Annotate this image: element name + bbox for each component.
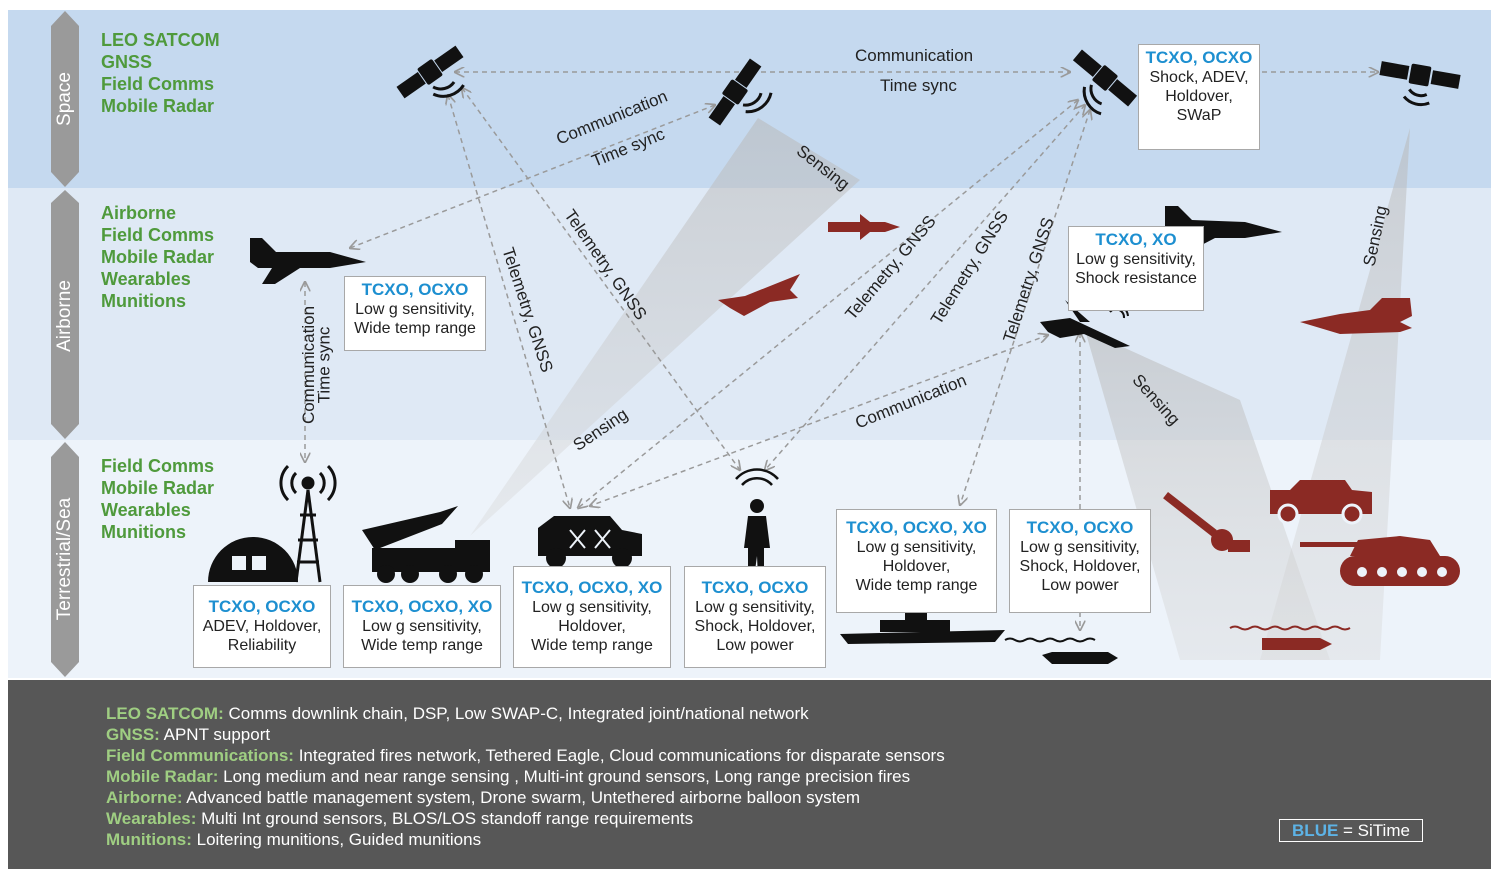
requirement: SWaP <box>1176 107 1222 124</box>
requirement: Shock, ADEV, <box>1149 69 1249 86</box>
requirement: Low g sensitivity, <box>355 301 475 318</box>
legend-list: LEO SATCOM: Comms downlink chain, DSP, L… <box>106 703 945 850</box>
category-item: Munitions <box>101 291 186 311</box>
requirement: Shock resistance <box>1075 270 1197 287</box>
warship-icon <box>840 596 1096 644</box>
link-drone-vehicle <box>590 335 1048 506</box>
link-label-time-sync: Time sync <box>314 326 334 404</box>
legend-item: Field Communications: Integrated fires n… <box>106 746 945 765</box>
radio-tower-icon <box>279 464 337 583</box>
oscillator-types: TCXO, OCXO <box>208 597 316 616</box>
category-item: Mobile Radar <box>101 96 215 116</box>
requirement: Wide temp range <box>354 320 476 337</box>
category-item: Wearables <box>101 500 191 520</box>
category-item: Wearables <box>101 269 191 289</box>
requirement: Shock, Holdover, <box>694 618 816 635</box>
oscillator-box-satellite: TCXO, OCXO Shock, ADEV, Holdover, SWaP <box>1138 44 1260 150</box>
sensing-cone-drone <box>1085 330 1330 660</box>
legend-item: Munitions: Loitering munitions, Guided m… <box>106 830 482 849</box>
fighter-jet-icon <box>1300 298 1412 334</box>
legend-item: GNSS: APNT support <box>106 725 271 744</box>
requirement: Wide temp range <box>855 577 978 594</box>
category-item: Airborne <box>101 203 177 223</box>
requirement: Low g sensitivity, <box>695 599 815 616</box>
oscillator-types: TCXO, OCXO <box>701 578 809 597</box>
airborne-category-list: Airborne Field Comms Mobile Radar Wearab… <box>101 202 214 312</box>
missile-launcher-icon <box>362 506 490 583</box>
legend-item: Wearables: Multi Int ground sensors, BLO… <box>106 809 694 828</box>
link-label-time-sync: Time sync <box>880 76 957 95</box>
requirement: Shock, Holdover, <box>1019 558 1141 575</box>
oscillator-types: TCXO, OCXO <box>361 280 469 299</box>
howitzer-icon <box>1163 491 1250 552</box>
oscillator-types: TCXO, OCXO, XO <box>351 597 493 616</box>
requirement: Low g sensitivity, <box>532 599 652 616</box>
oscillator-box-base: TCXO, OCXO ADEV, Holdover, Reliability <box>193 585 331 668</box>
legend-item: LEO SATCOM: Comms downlink chain, DSP, L… <box>106 704 809 723</box>
oscillator-box-ship: TCXO, OCXO, XO Low g sensitivity, Holdov… <box>836 509 997 613</box>
drone-icon <box>718 274 800 316</box>
bunker-icon <box>208 537 298 582</box>
soldier-icon <box>735 468 779 578</box>
requirement: Holdover, <box>1165 88 1233 105</box>
sitime-key: BLUE = SiTime <box>1279 819 1423 842</box>
category-item: Mobile Radar <box>101 478 215 498</box>
satellite-icon <box>708 58 773 126</box>
missile-icon <box>828 214 900 240</box>
requirement: Wide temp range <box>531 637 653 654</box>
oscillator-types: TCXO, OCXO, XO <box>521 578 663 597</box>
requirement: Holdover, <box>882 558 951 575</box>
oscillator-box-submarine: TCXO, OCXO Low g sensitivity, Shock, Hol… <box>1009 509 1151 613</box>
legend-item: Airborne: Advanced battle management sys… <box>106 788 861 807</box>
category-item: Field Comms <box>101 225 215 245</box>
oscillator-types: TCXO, OCXO <box>1026 518 1134 537</box>
terrestrial-category-list: Field Comms Mobile Radar Wearables Munit… <box>101 455 214 543</box>
category-item: Mobile Radar <box>101 247 215 267</box>
requirement: Low power <box>1041 577 1119 594</box>
submarine-icon <box>1042 652 1118 664</box>
oscillator-box-jet: TCXO, OCXO Low g sensitivity, Wide temp … <box>344 276 486 351</box>
category-item: Field Comms <box>101 74 215 94</box>
fighter-jet-icon <box>250 238 366 284</box>
space-category-list: LEO SATCOM GNSS Field Comms Mobile Radar <box>101 29 220 117</box>
oscillator-box-drone: TCXO, XO Low g sensitivity, Shock resist… <box>1068 226 1204 311</box>
category-item: LEO SATCOM <box>101 30 220 50</box>
requirement: Low power <box>716 637 794 654</box>
sensing-cone-satellite-right <box>1260 128 1410 660</box>
oscillator-types: TCXO, XO <box>1095 230 1177 249</box>
requirement: Wide temp range <box>361 637 483 654</box>
category-item: GNSS <box>101 52 153 72</box>
category-item: Munitions <box>101 522 186 542</box>
requirement: Low g sensitivity, <box>1076 251 1196 268</box>
satellite-icon <box>1072 49 1138 116</box>
link-label-communication: Communication <box>855 46 974 65</box>
armored-truck-icon <box>538 516 642 568</box>
humvee-icon <box>1270 480 1372 525</box>
requirement: Low g sensitivity, <box>362 618 482 635</box>
legend-panel <box>8 680 1491 869</box>
oscillator-types: TCXO, OCXO <box>1145 48 1253 67</box>
requirement: Low g sensitivity, <box>856 539 977 556</box>
legend-item: Mobile Radar: Long medium and near range… <box>106 767 911 786</box>
satellite-icon <box>396 45 465 99</box>
requirement: ADEV, Holdover, <box>202 618 322 635</box>
oscillator-types: TCXO, OCXO, XO <box>846 518 987 537</box>
satellite-icon <box>1379 61 1461 107</box>
requirement: Low g sensitivity, <box>1020 539 1140 556</box>
oscillator-box-soldier: TCXO, OCXO Low g sensitivity, Shock, Hol… <box>684 566 826 668</box>
oscillator-box-launcher: TCXO, OCXO, XO Low g sensitivity, Wide t… <box>343 585 501 668</box>
requirement: Holdover, <box>558 618 626 635</box>
torpedo-icon <box>1262 638 1332 650</box>
oscillator-box-vehicle: TCXO, OCXO, XO Low g sensitivity, Holdov… <box>513 566 671 668</box>
requirement: Reliability <box>227 637 297 654</box>
category-item: Field Comms <box>101 456 215 476</box>
tank-icon <box>1300 536 1460 586</box>
